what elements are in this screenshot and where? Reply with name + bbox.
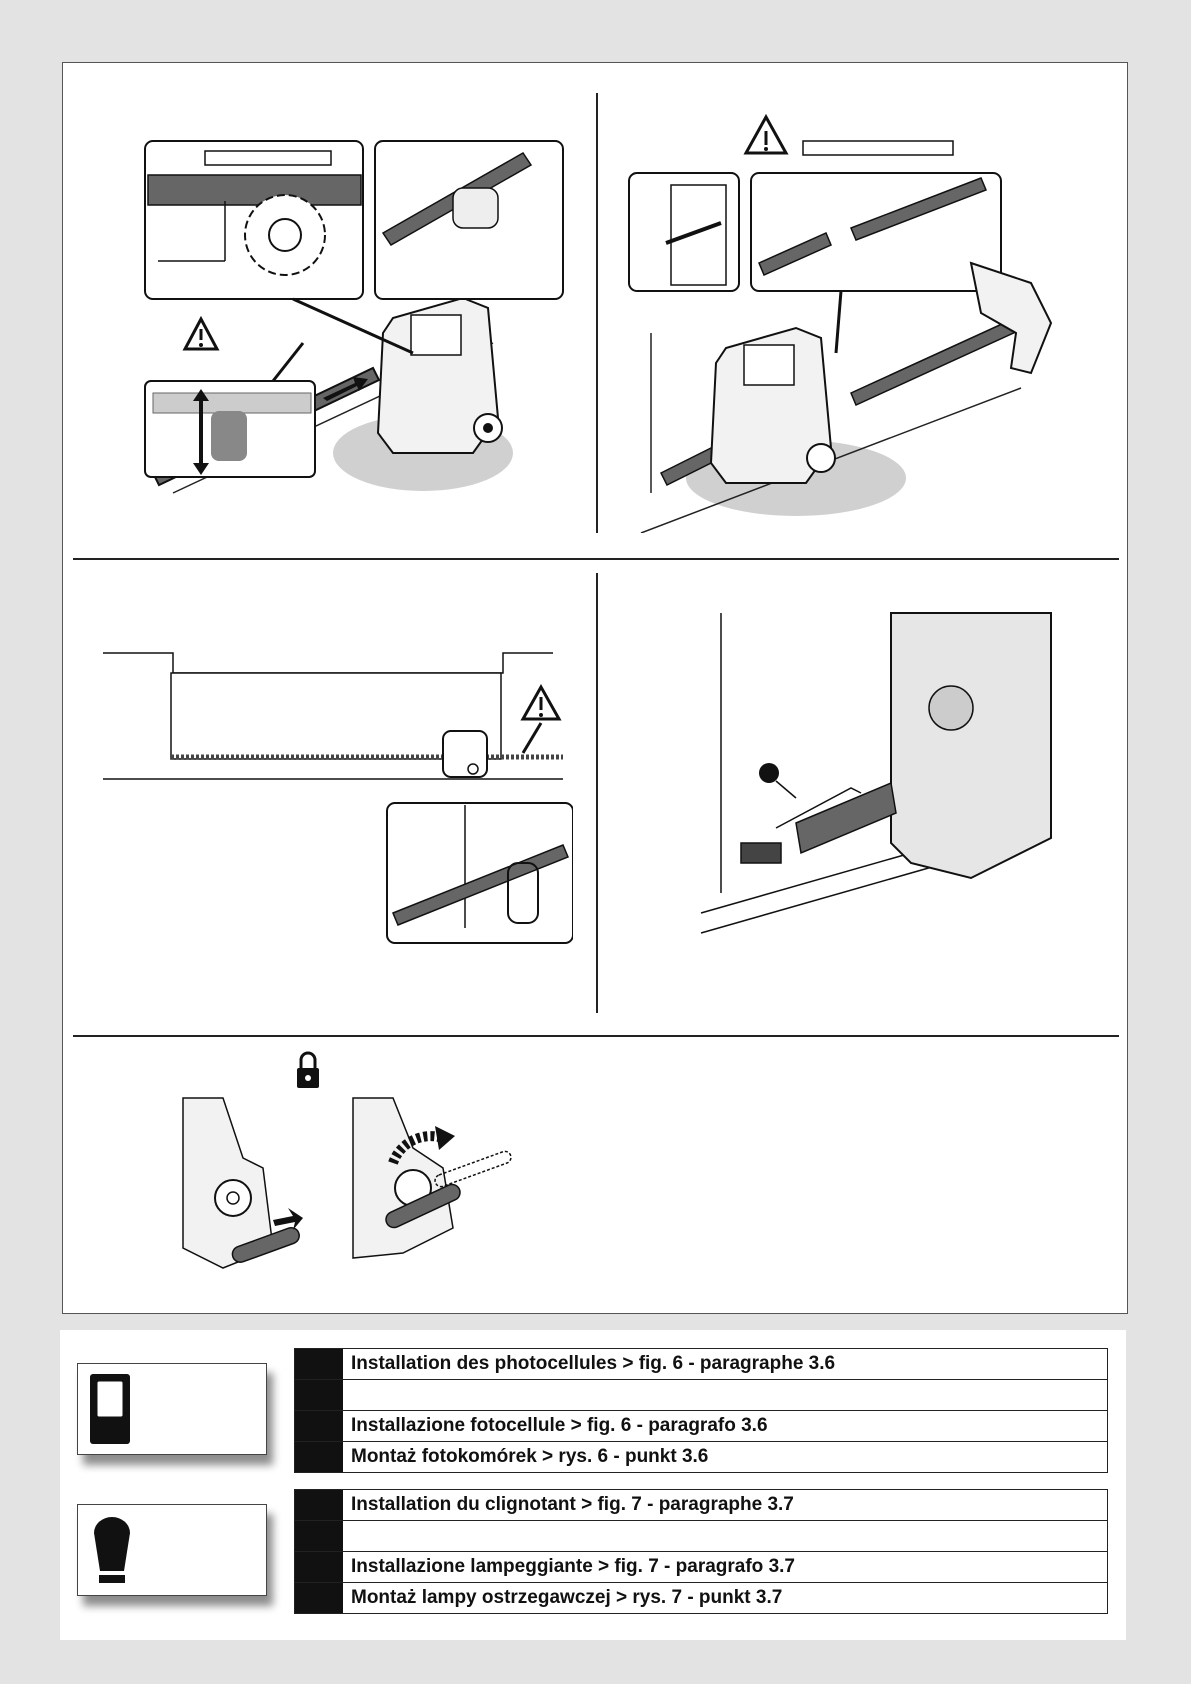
language-tag <box>295 1583 343 1613</box>
figure-rack-cutting <box>93 583 573 1013</box>
language-tag <box>295 1490 343 1520</box>
reference-section: Installation des photocellules > fig. 6 … <box>60 1330 1126 1640</box>
row-text: Installazione lampeggiante > fig. 7 - pa… <box>351 1556 795 1577</box>
figure-manual-release <box>163 1048 623 1288</box>
figure-rack-joining <box>611 93 1111 533</box>
row-text: Installazione fotocellule > fig. 6 - par… <box>351 1415 768 1436</box>
divider-vertical-middle <box>596 573 598 1013</box>
language-tag <box>295 1349 343 1379</box>
table-row: Installazione fotocellule > fig. 6 - par… <box>295 1411 1107 1442</box>
flashing-light-icon <box>94 1517 130 1583</box>
table-row: Installation des photocellules > fig. 6 … <box>295 1349 1107 1380</box>
row-text: Montaż fotokomórek > rys. 6 - punkt 3.6 <box>351 1446 709 1467</box>
language-tag <box>295 1442 343 1472</box>
row-text: Installation du clignotant > fig. 7 - pa… <box>351 1494 794 1515</box>
table-row <box>295 1380 1107 1411</box>
padlock-icon <box>297 1051 319 1088</box>
row-text: Montaż lampy ostrzegawczej > rys. 7 - pu… <box>351 1587 783 1608</box>
row-text <box>343 1521 1107 1551</box>
language-tag <box>295 1552 343 1582</box>
illustration-sheet <box>62 62 1128 1314</box>
language-tag <box>295 1411 343 1441</box>
flashing-light-card <box>77 1504 267 1596</box>
figure-limit-bracket <box>611 573 1111 1013</box>
language-tag <box>295 1380 343 1410</box>
photocell-card <box>77 1363 267 1455</box>
table-row: Installazione lampeggiante > fig. 7 - pa… <box>295 1552 1107 1583</box>
table-row: Montaż fotokomórek > rys. 6 - punkt 3.6 <box>295 1442 1107 1472</box>
row-text: Installation des photocellules > fig. 6 … <box>351 1353 836 1374</box>
divider-vertical-top <box>596 93 598 533</box>
row-text <box>343 1380 1107 1410</box>
table-row <box>295 1521 1107 1552</box>
photocell-table: Installation des photocellules > fig. 6 … <box>294 1348 1108 1473</box>
figure-rack-mounting <box>93 93 573 533</box>
table-row: Installation du clignotant > fig. 7 - pa… <box>295 1490 1107 1521</box>
flashing-light-table: Installation du clignotant > fig. 7 - pa… <box>294 1489 1108 1614</box>
language-tag <box>295 1521 343 1551</box>
divider-horizontal-2 <box>73 1035 1119 1037</box>
photocell-icon <box>90 1374 130 1444</box>
table-row: Montaż lampy ostrzegawczej > rys. 7 - pu… <box>295 1583 1107 1613</box>
divider-horizontal-1 <box>73 558 1119 560</box>
